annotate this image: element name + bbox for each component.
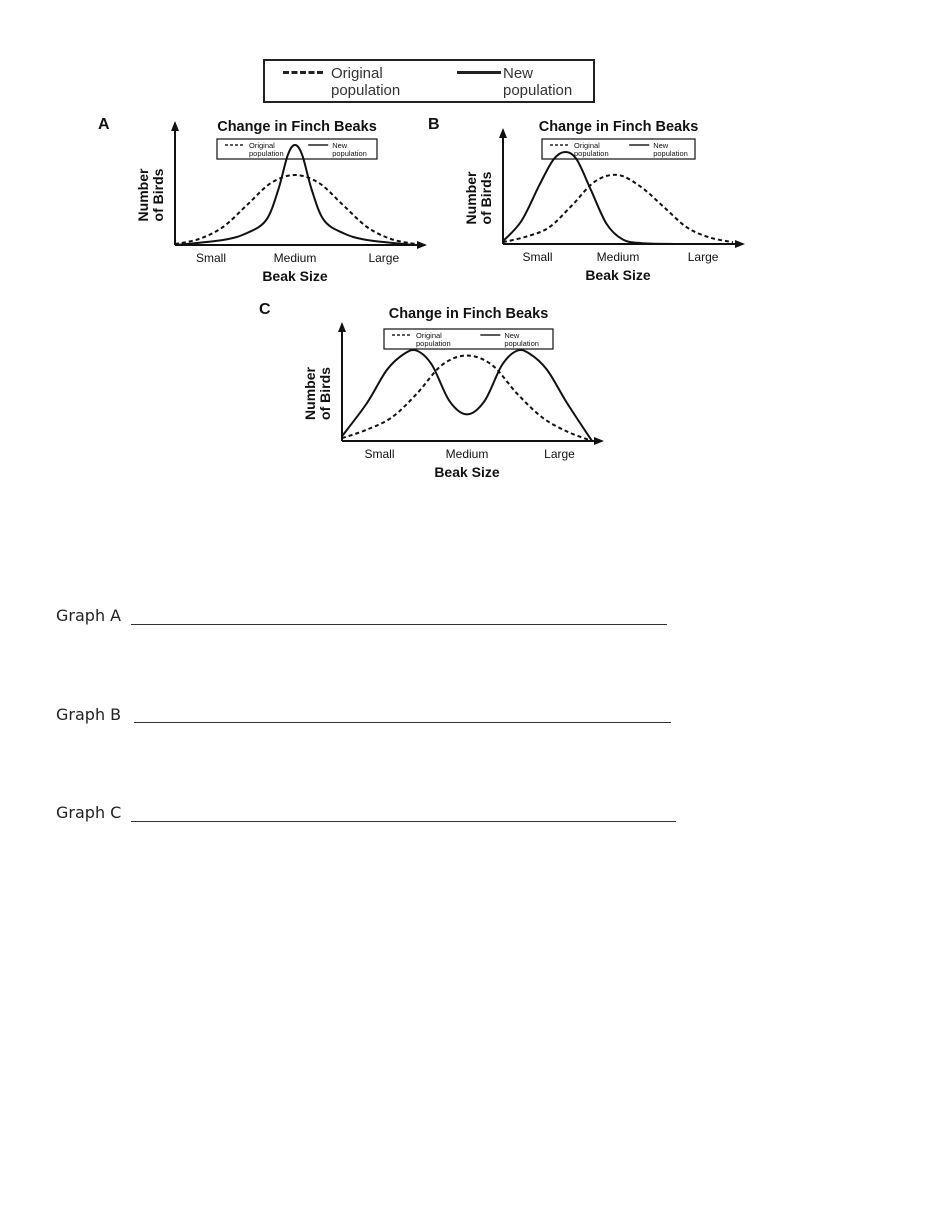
original-population-line <box>174 173 416 245</box>
chart-b: Change in Finch BeaksOriginalpopulationN… <box>463 119 745 283</box>
chart-title: Change in Finch Beaks <box>389 306 549 322</box>
new-population-line <box>174 143 416 246</box>
y-axis-label-2: of Birds <box>317 367 333 420</box>
chart-legend-original-label-2: population <box>416 339 451 348</box>
new-population-line <box>502 150 676 245</box>
x-tick-label: Medium <box>274 251 317 265</box>
y-axis-label: Number <box>463 171 479 224</box>
x-tick-label: Medium <box>446 447 489 461</box>
y-axis-label: Number <box>302 367 318 420</box>
x-axis-arrow <box>735 240 745 248</box>
chart-legend-new-label-2: population <box>653 149 688 158</box>
graph-b-label: Graph B <box>56 705 122 724</box>
chart-legend-original-label-2: population <box>574 149 609 158</box>
graph-a-answer-line[interactable] <box>131 624 667 625</box>
x-tick-label: Small <box>196 251 226 265</box>
chart-legend-new-label: New <box>332 141 348 150</box>
x-axis-arrow <box>594 437 604 445</box>
x-tick-label: Large <box>368 251 399 265</box>
x-axis-label: Beak Size <box>585 267 651 283</box>
y-axis-label-2: of Birds <box>150 168 166 221</box>
x-tick-label: Medium <box>597 250 640 264</box>
y-axis-arrow <box>171 121 179 131</box>
new-population-line <box>341 348 593 442</box>
legend-solid-swatch <box>457 71 501 74</box>
panel-letter-a: A <box>98 116 110 133</box>
chart-legend-new-label-2: population <box>332 149 367 158</box>
y-axis-arrow <box>499 128 507 138</box>
x-axis-arrow <box>417 241 427 249</box>
top-legend: Original population New population <box>263 59 595 103</box>
chart-legend-new-label-2: population <box>504 339 539 348</box>
chart-legend-original-label-2: population <box>249 149 284 158</box>
chart-legend-box <box>541 138 696 160</box>
x-axis-label: Beak Size <box>262 268 328 284</box>
x-axis-label: Beak Size <box>434 464 500 480</box>
chart-legend-original-label: Original <box>249 141 275 150</box>
x-tick-label: Large <box>544 447 575 461</box>
chart-legend-original-label: Original <box>416 331 442 340</box>
legend-new-label: New population <box>503 65 573 99</box>
y-axis-arrow <box>338 322 346 332</box>
chart-a: Change in Finch BeaksOriginalpopulationN… <box>135 119 427 284</box>
chart-legend-box <box>216 138 378 160</box>
panel-letter-c: C <box>259 301 271 318</box>
chart-title: Change in Finch Beaks <box>217 119 377 135</box>
chart-legend-original-label: Original <box>574 141 600 150</box>
y-axis-label-2: of Birds <box>478 171 494 224</box>
x-tick-label: Large <box>688 250 719 264</box>
chart-c: Change in Finch BeaksOriginalpopulationN… <box>302 306 604 480</box>
chart-legend-new-label: New <box>504 331 520 340</box>
graph-b-answer-line[interactable] <box>134 722 671 723</box>
legend-dashed-swatch <box>283 71 323 74</box>
x-tick-label: Small <box>522 250 552 264</box>
graph-a-label: Graph A <box>56 606 122 625</box>
legend-original-label: Original population <box>331 65 401 99</box>
panel-letter-b: B <box>428 116 440 133</box>
chart-title: Change in Finch Beaks <box>539 119 699 135</box>
original-population-line <box>502 173 734 244</box>
y-axis-label: Number <box>135 168 151 221</box>
graph-c-label: Graph C <box>56 803 122 822</box>
chart-legend-new-label: New <box>653 141 669 150</box>
chart-legend-box <box>383 328 554 350</box>
graph-c-answer-line[interactable] <box>131 821 676 822</box>
x-tick-label: Small <box>364 447 394 461</box>
original-population-line <box>341 354 593 442</box>
